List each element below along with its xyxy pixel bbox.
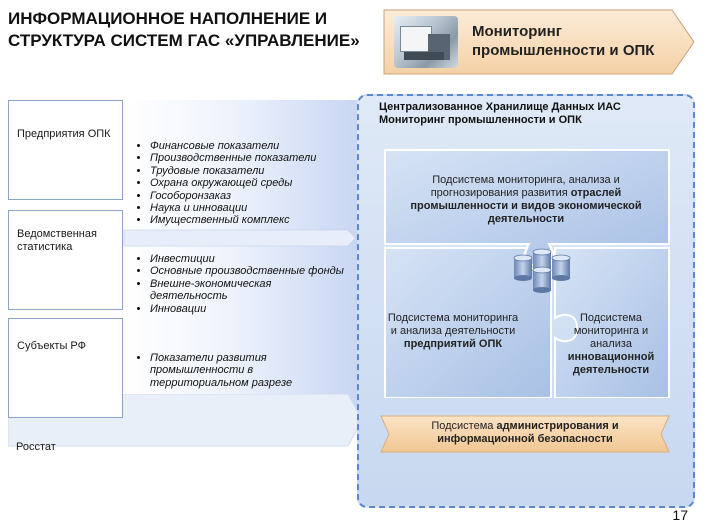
indicator-group: Финансовые показатели Производственные п…	[136, 140, 366, 227]
puzzle-diagram	[384, 149, 670, 398]
source-label: Ведомственная статистика	[17, 228, 97, 253]
indicator-item: Гособоронзаказ	[150, 190, 366, 202]
indicator-item: Внешне-экономическая деятельность	[150, 278, 300, 303]
header-banner: Мониторинг промышленности и ОПК	[382, 8, 696, 76]
indicators-panel	[124, 100, 360, 410]
page-number: 17	[672, 507, 688, 523]
indicator-item: Имущественный комплекс	[150, 214, 366, 226]
indicator-item: Инвестиции	[150, 253, 346, 265]
source-label: Предприятия ОПК	[17, 128, 111, 140]
arrow-shape	[123, 229, 357, 247]
indicator-item: Показатели развития промышленности в тер…	[150, 352, 306, 389]
indicator-item: Инновации	[150, 303, 346, 315]
indicator-item: Производственные показатели	[150, 152, 366, 164]
indicators: Финансовые показатели Производственные п…	[124, 100, 360, 400]
subsystem-innovation: Подсистема мониторинга и анализа инновац…	[567, 312, 655, 376]
indicator-group: Показатели развития промышленности в тер…	[136, 352, 306, 389]
admin-shape	[380, 415, 670, 453]
flow-arrows	[123, 229, 357, 247]
page-title: ИНФОРМАЦИОННОЕ НАПОЛНЕНИЕ И СТРУКТУРА СИ…	[8, 9, 360, 50]
indicator-item: Наука и инновации	[150, 202, 366, 214]
indicator-item: Финансовые показатели	[150, 140, 366, 152]
factory-photo	[394, 16, 458, 68]
source-label-rosstat: Росстат	[16, 441, 56, 453]
indicator-group: Инвестиции Основные производственные фон…	[136, 253, 346, 315]
indicator-item: Основные производственные фонды	[150, 265, 346, 277]
banner-shape	[383, 9, 695, 75]
indicator-item: Трудовые показатели	[150, 165, 366, 177]
warehouse-title: Централизованное Хранилище Данных ИАС Мо…	[379, 101, 621, 126]
data-warehouse-frame: Централизованное Хранилище Данных ИАС Мо…	[357, 94, 695, 508]
source-box: Субъекты РФ	[8, 318, 123, 418]
indicator-item: Охрана окружающей среды	[150, 177, 366, 189]
source-box: Ведомственная статистика	[8, 210, 123, 310]
subsystem-opk: Подсистема мониторинга и анализа деятель…	[387, 312, 519, 350]
subsystem-industry: Подсистема мониторинга, анализа и прогно…	[410, 174, 642, 225]
source-box: Предприятия ОПК	[8, 100, 123, 200]
database-icon	[513, 248, 571, 293]
admin-banner: Подсистема администрирования и информаци…	[375, 414, 675, 454]
banner-label: Мониторинг промышленности и ОПК	[472, 23, 655, 59]
source-label: Субъекты РФ	[17, 340, 87, 352]
subsystem-admin: Подсистема администрирования и информаци…	[431, 420, 619, 445]
puzzle-piece-right	[554, 247, 670, 398]
